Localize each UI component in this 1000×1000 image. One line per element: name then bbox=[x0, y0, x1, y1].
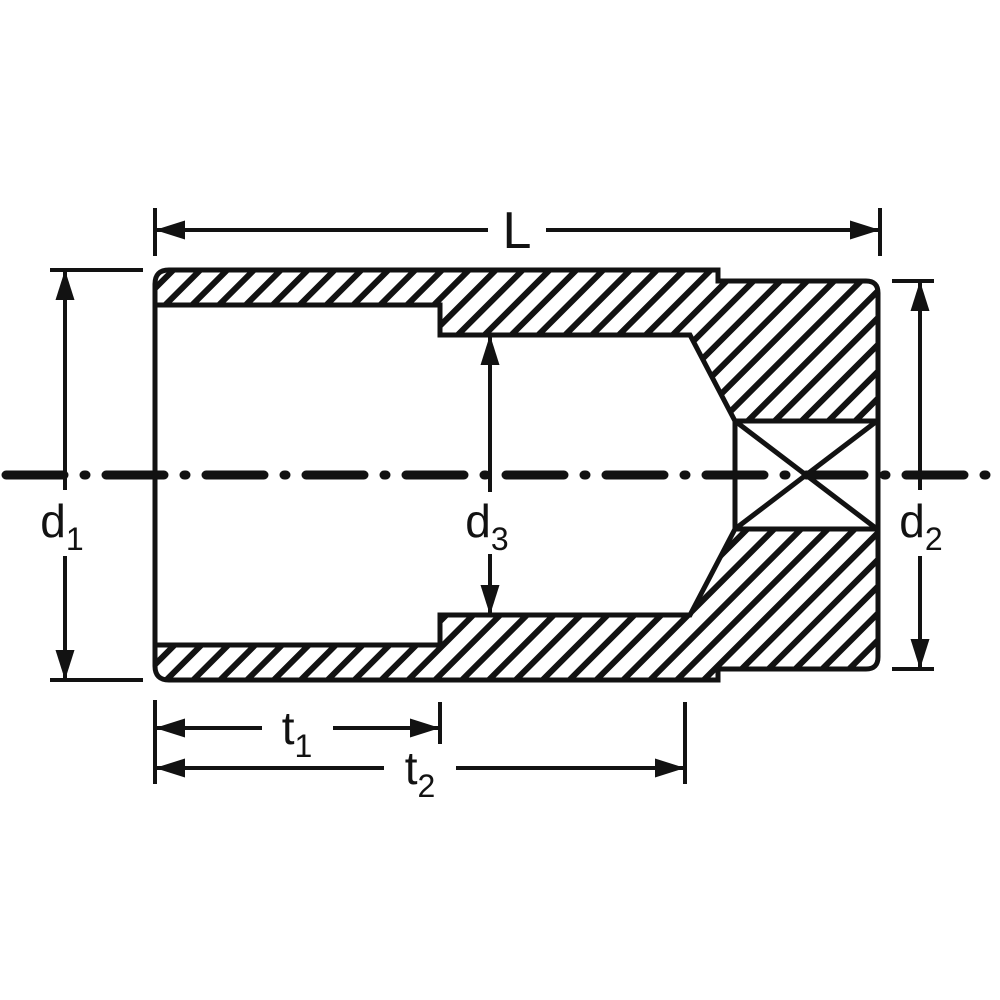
arrowhead-icon bbox=[910, 639, 930, 669]
socket-bore-top-outline bbox=[155, 302, 877, 424]
hatch-bottom-wall bbox=[155, 529, 878, 680]
arrowhead-icon bbox=[155, 718, 185, 738]
dimension-d1: d1 bbox=[40, 268, 143, 682]
extension-lines-d2 bbox=[892, 279, 934, 671]
dimension-t1: t1 bbox=[153, 700, 442, 784]
arrowhead-icon bbox=[410, 718, 440, 738]
arrowhead-icon bbox=[655, 758, 685, 778]
arrowhead-icon bbox=[155, 220, 185, 240]
label-d1: d1 bbox=[40, 495, 83, 557]
hatch-top-wall bbox=[155, 270, 878, 421]
dimension-L: L bbox=[153, 202, 882, 260]
label-t2: t2 bbox=[405, 742, 436, 804]
arrowhead-icon bbox=[480, 335, 500, 365]
arrowhead-icon bbox=[55, 270, 75, 300]
arrowhead-icon bbox=[910, 281, 930, 311]
dimension-d3: d3 bbox=[465, 335, 509, 615]
label-d3: d3 bbox=[465, 495, 508, 557]
arrowhead-icon bbox=[55, 650, 75, 680]
socket-bore-bottom-outline bbox=[155, 526, 877, 648]
socket-outer-outline bbox=[152, 267, 881, 683]
dimension-t2: t2 bbox=[155, 702, 687, 804]
label-d2: d2 bbox=[899, 495, 942, 557]
label-t1: t1 bbox=[282, 702, 313, 764]
dimension-d2: d2 bbox=[892, 279, 943, 671]
label-L: L bbox=[503, 202, 532, 260]
arrowhead-icon bbox=[480, 585, 500, 615]
arrowhead-icon bbox=[850, 220, 880, 240]
arrowhead-icon bbox=[155, 758, 185, 778]
